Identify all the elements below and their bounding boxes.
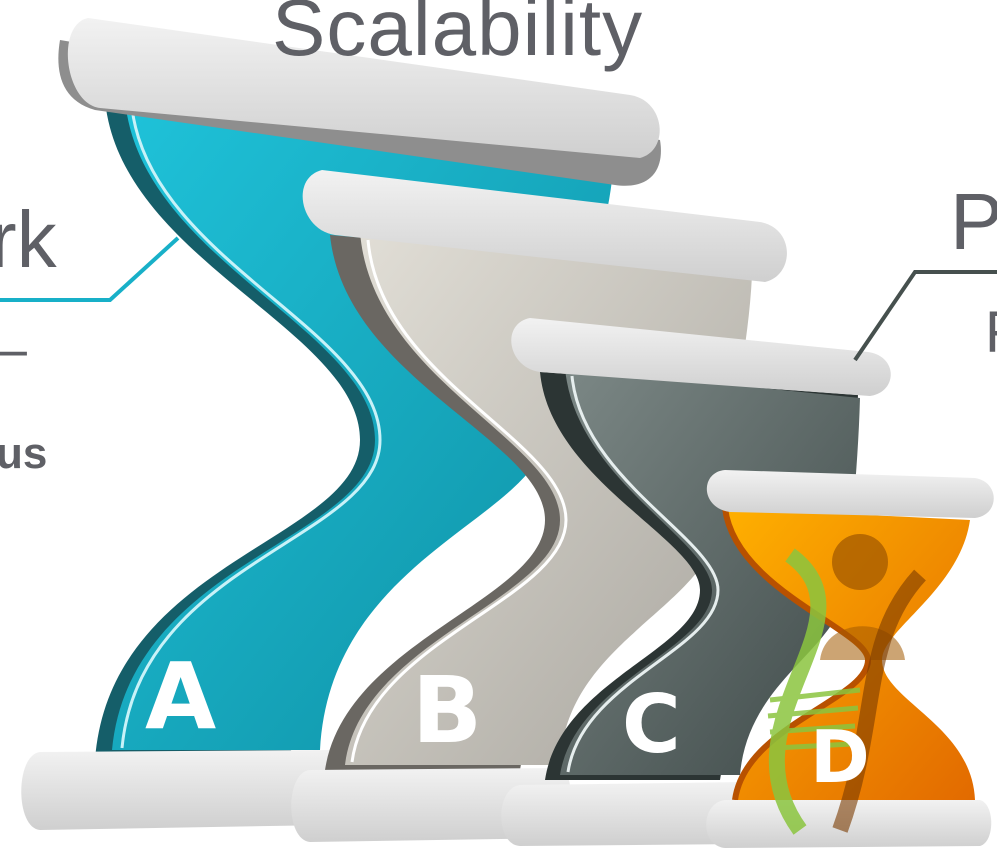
left-caption: us bbox=[0, 429, 48, 478]
hourglass-d-top-cap bbox=[706, 470, 994, 518]
hourglass-b-letter: B bbox=[412, 657, 482, 764]
hourglass-d-letter: D bbox=[810, 715, 870, 799]
left-sublabel: _ bbox=[0, 296, 26, 354]
left-leader-line bbox=[0, 236, 180, 302]
hourglass-a-letter: A bbox=[145, 643, 216, 750]
left-label: rk bbox=[0, 195, 57, 284]
hourglass-c-glass bbox=[560, 368, 860, 775]
hourglass-b-bottom-cap bbox=[291, 768, 572, 842]
hourglass-c-letter: C bbox=[622, 678, 681, 771]
right-sublabel: F bbox=[985, 304, 997, 362]
hourglass-c-top-cap bbox=[511, 318, 891, 396]
right-leader-line bbox=[853, 270, 997, 362]
hourglass-d: D bbox=[706, 470, 994, 848]
hourglass-b-highlight bbox=[350, 239, 568, 763]
hourglass-b-top-cap bbox=[302, 170, 787, 282]
hourglass-a-bottom-cap bbox=[21, 750, 342, 830]
hourglass-a-top-cap bbox=[67, 18, 660, 158]
hourglass-c-highlight bbox=[566, 375, 720, 773]
hourglass-c-bottom-cap bbox=[501, 782, 757, 846]
right-label: P bbox=[950, 177, 997, 266]
hourglass-a-highlight bbox=[120, 107, 382, 749]
diagram-title: Scalability bbox=[272, 0, 644, 72]
dna-icon bbox=[767, 548, 926, 835]
